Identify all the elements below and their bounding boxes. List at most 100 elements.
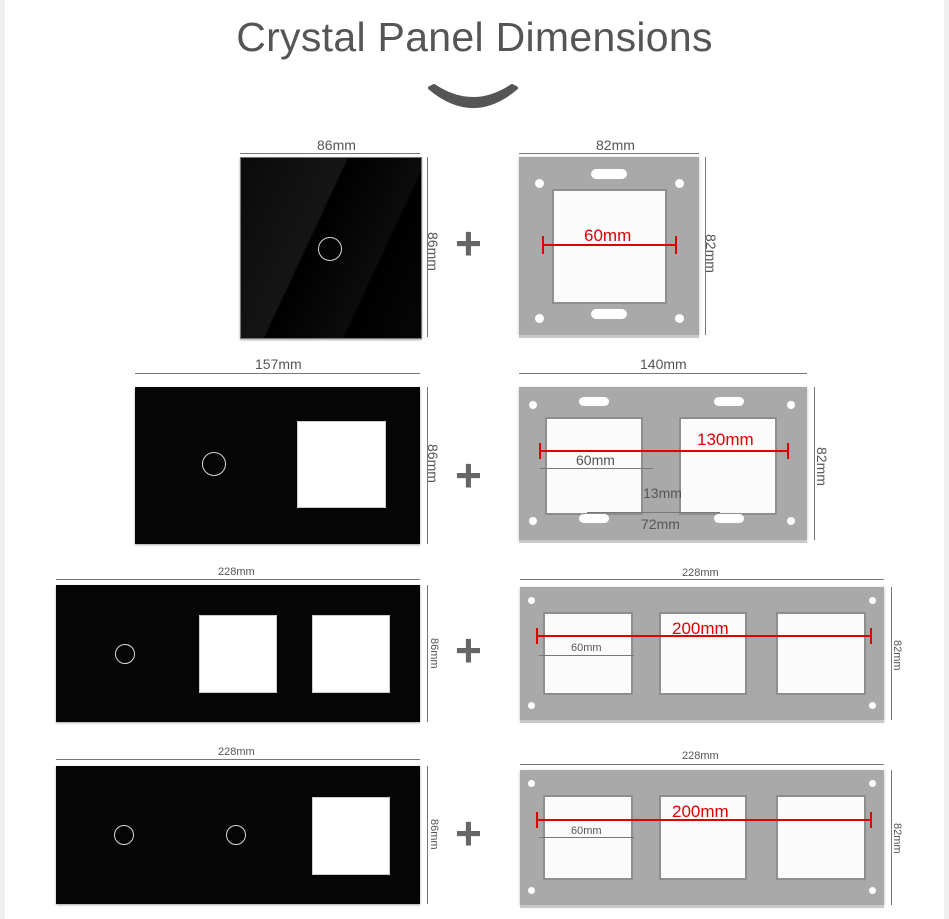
frame-height-label: 82mm xyxy=(891,823,903,854)
frame-width-label: 228mm xyxy=(682,567,719,579)
mounting-frame-3 xyxy=(520,770,884,905)
crystal-panel-1gang-socket xyxy=(135,387,420,544)
mounting-frame-1 xyxy=(519,157,699,335)
dimension-line xyxy=(814,387,815,540)
dimension-line xyxy=(240,153,420,154)
crystal-panel-1gang-2socket xyxy=(56,585,420,722)
panel-width-label: 86mm xyxy=(317,137,356,153)
frame-window xyxy=(776,795,866,880)
screw-hole xyxy=(787,517,795,525)
frame-slot xyxy=(579,514,609,523)
dimension-line xyxy=(520,579,884,580)
touch-button-icon xyxy=(202,452,226,476)
frame-width-label: 140mm xyxy=(640,356,687,372)
dimension-line xyxy=(56,759,420,760)
dimension-line xyxy=(519,153,699,154)
plus-sign: + xyxy=(455,217,482,269)
span-dimension-line xyxy=(537,635,871,637)
frame-height-label: 82mm xyxy=(891,640,903,671)
screw-hole xyxy=(528,887,535,894)
frame-window xyxy=(776,612,866,695)
screw-hole xyxy=(535,179,544,188)
span-dimension-tick xyxy=(870,812,872,828)
frame-slot xyxy=(714,514,744,523)
dimension-line xyxy=(427,157,428,337)
page-title: Crystal Panel Dimensions xyxy=(236,14,713,60)
frame-slot xyxy=(591,309,627,319)
dimension-line xyxy=(520,764,884,765)
pitch-dimension-line xyxy=(587,512,720,513)
panel-width-label: 157mm xyxy=(255,356,302,372)
frame-gap-label: 13mm xyxy=(643,485,682,501)
screw-hole xyxy=(869,780,876,787)
touch-button-icon xyxy=(226,825,246,845)
inner-dimension-tick xyxy=(542,236,544,254)
touch-button-icon xyxy=(115,644,135,664)
screw-hole xyxy=(529,517,537,525)
socket-opening xyxy=(312,797,390,875)
screw-hole xyxy=(528,597,535,604)
inner-dimension-line xyxy=(543,244,676,246)
screw-hole xyxy=(869,702,876,709)
screw-hole xyxy=(675,314,684,323)
panel-height-label: 86mm xyxy=(425,444,441,483)
touch-button-icon xyxy=(114,825,134,845)
socket-opening xyxy=(199,615,277,693)
frame-width-label: 82mm xyxy=(596,137,635,153)
dimension-line xyxy=(427,766,428,904)
screw-hole xyxy=(528,702,535,709)
frame-inner-label: 60mm xyxy=(571,825,602,837)
frame-inner-label: 60mm xyxy=(576,452,615,468)
span-dimension-line xyxy=(540,450,788,452)
screw-hole xyxy=(535,314,544,323)
panel-height-label: 86mm xyxy=(425,232,441,271)
dimension-line xyxy=(891,770,892,905)
frame-window xyxy=(552,189,667,304)
dimension-line xyxy=(427,585,428,722)
panel-height-label: 86mm xyxy=(428,638,440,669)
chevron-down-icon xyxy=(428,84,518,108)
inner-dimension-line xyxy=(540,468,653,469)
inner-dimension-line xyxy=(539,837,634,838)
frame-window xyxy=(545,417,643,515)
crystal-panel-2gang-socket xyxy=(56,766,420,904)
dimension-line xyxy=(427,387,428,544)
dimension-line xyxy=(519,373,807,374)
frame-height-label: 82mm xyxy=(703,234,719,273)
mounting-frame-2 xyxy=(519,387,807,540)
frame-inner-label: 60mm xyxy=(571,642,602,654)
panel-width-label: 228mm xyxy=(218,746,255,758)
screw-hole xyxy=(869,887,876,894)
mounting-frame-3 xyxy=(520,587,884,720)
dimension-line xyxy=(705,157,706,335)
frame-span-label: 200mm xyxy=(672,802,729,821)
span-dimension-tick xyxy=(787,443,789,459)
screw-hole xyxy=(787,401,795,409)
span-dimension-tick xyxy=(536,628,538,644)
frame-width-label: 228mm xyxy=(682,750,719,762)
frame-slot xyxy=(591,169,627,179)
dimension-line xyxy=(135,373,420,374)
frame-height-label: 82mm xyxy=(814,447,830,486)
panel-width-label: 228mm xyxy=(218,566,255,578)
screw-hole xyxy=(528,780,535,787)
plus-sign: + xyxy=(455,624,482,676)
plus-sign: + xyxy=(455,449,482,501)
frame-window xyxy=(659,795,747,880)
frame-window xyxy=(543,612,633,695)
span-dimension-tick xyxy=(539,443,541,459)
socket-opening xyxy=(297,421,386,508)
frame-span-label: 200mm xyxy=(672,619,729,638)
span-dimension-tick xyxy=(536,812,538,828)
dimension-line xyxy=(56,579,420,580)
plus-sign: + xyxy=(455,807,482,859)
frame-span-label: 130mm xyxy=(697,430,754,449)
screw-hole xyxy=(529,401,537,409)
frame-window xyxy=(679,417,777,515)
span-dimension-tick xyxy=(870,628,872,644)
frame-pitch-label: 72mm xyxy=(641,516,680,532)
panel-height-label: 86mm xyxy=(428,819,440,850)
dimension-line xyxy=(891,587,892,720)
frame-slot xyxy=(714,397,744,406)
crystal-panel-1gang xyxy=(240,157,422,339)
